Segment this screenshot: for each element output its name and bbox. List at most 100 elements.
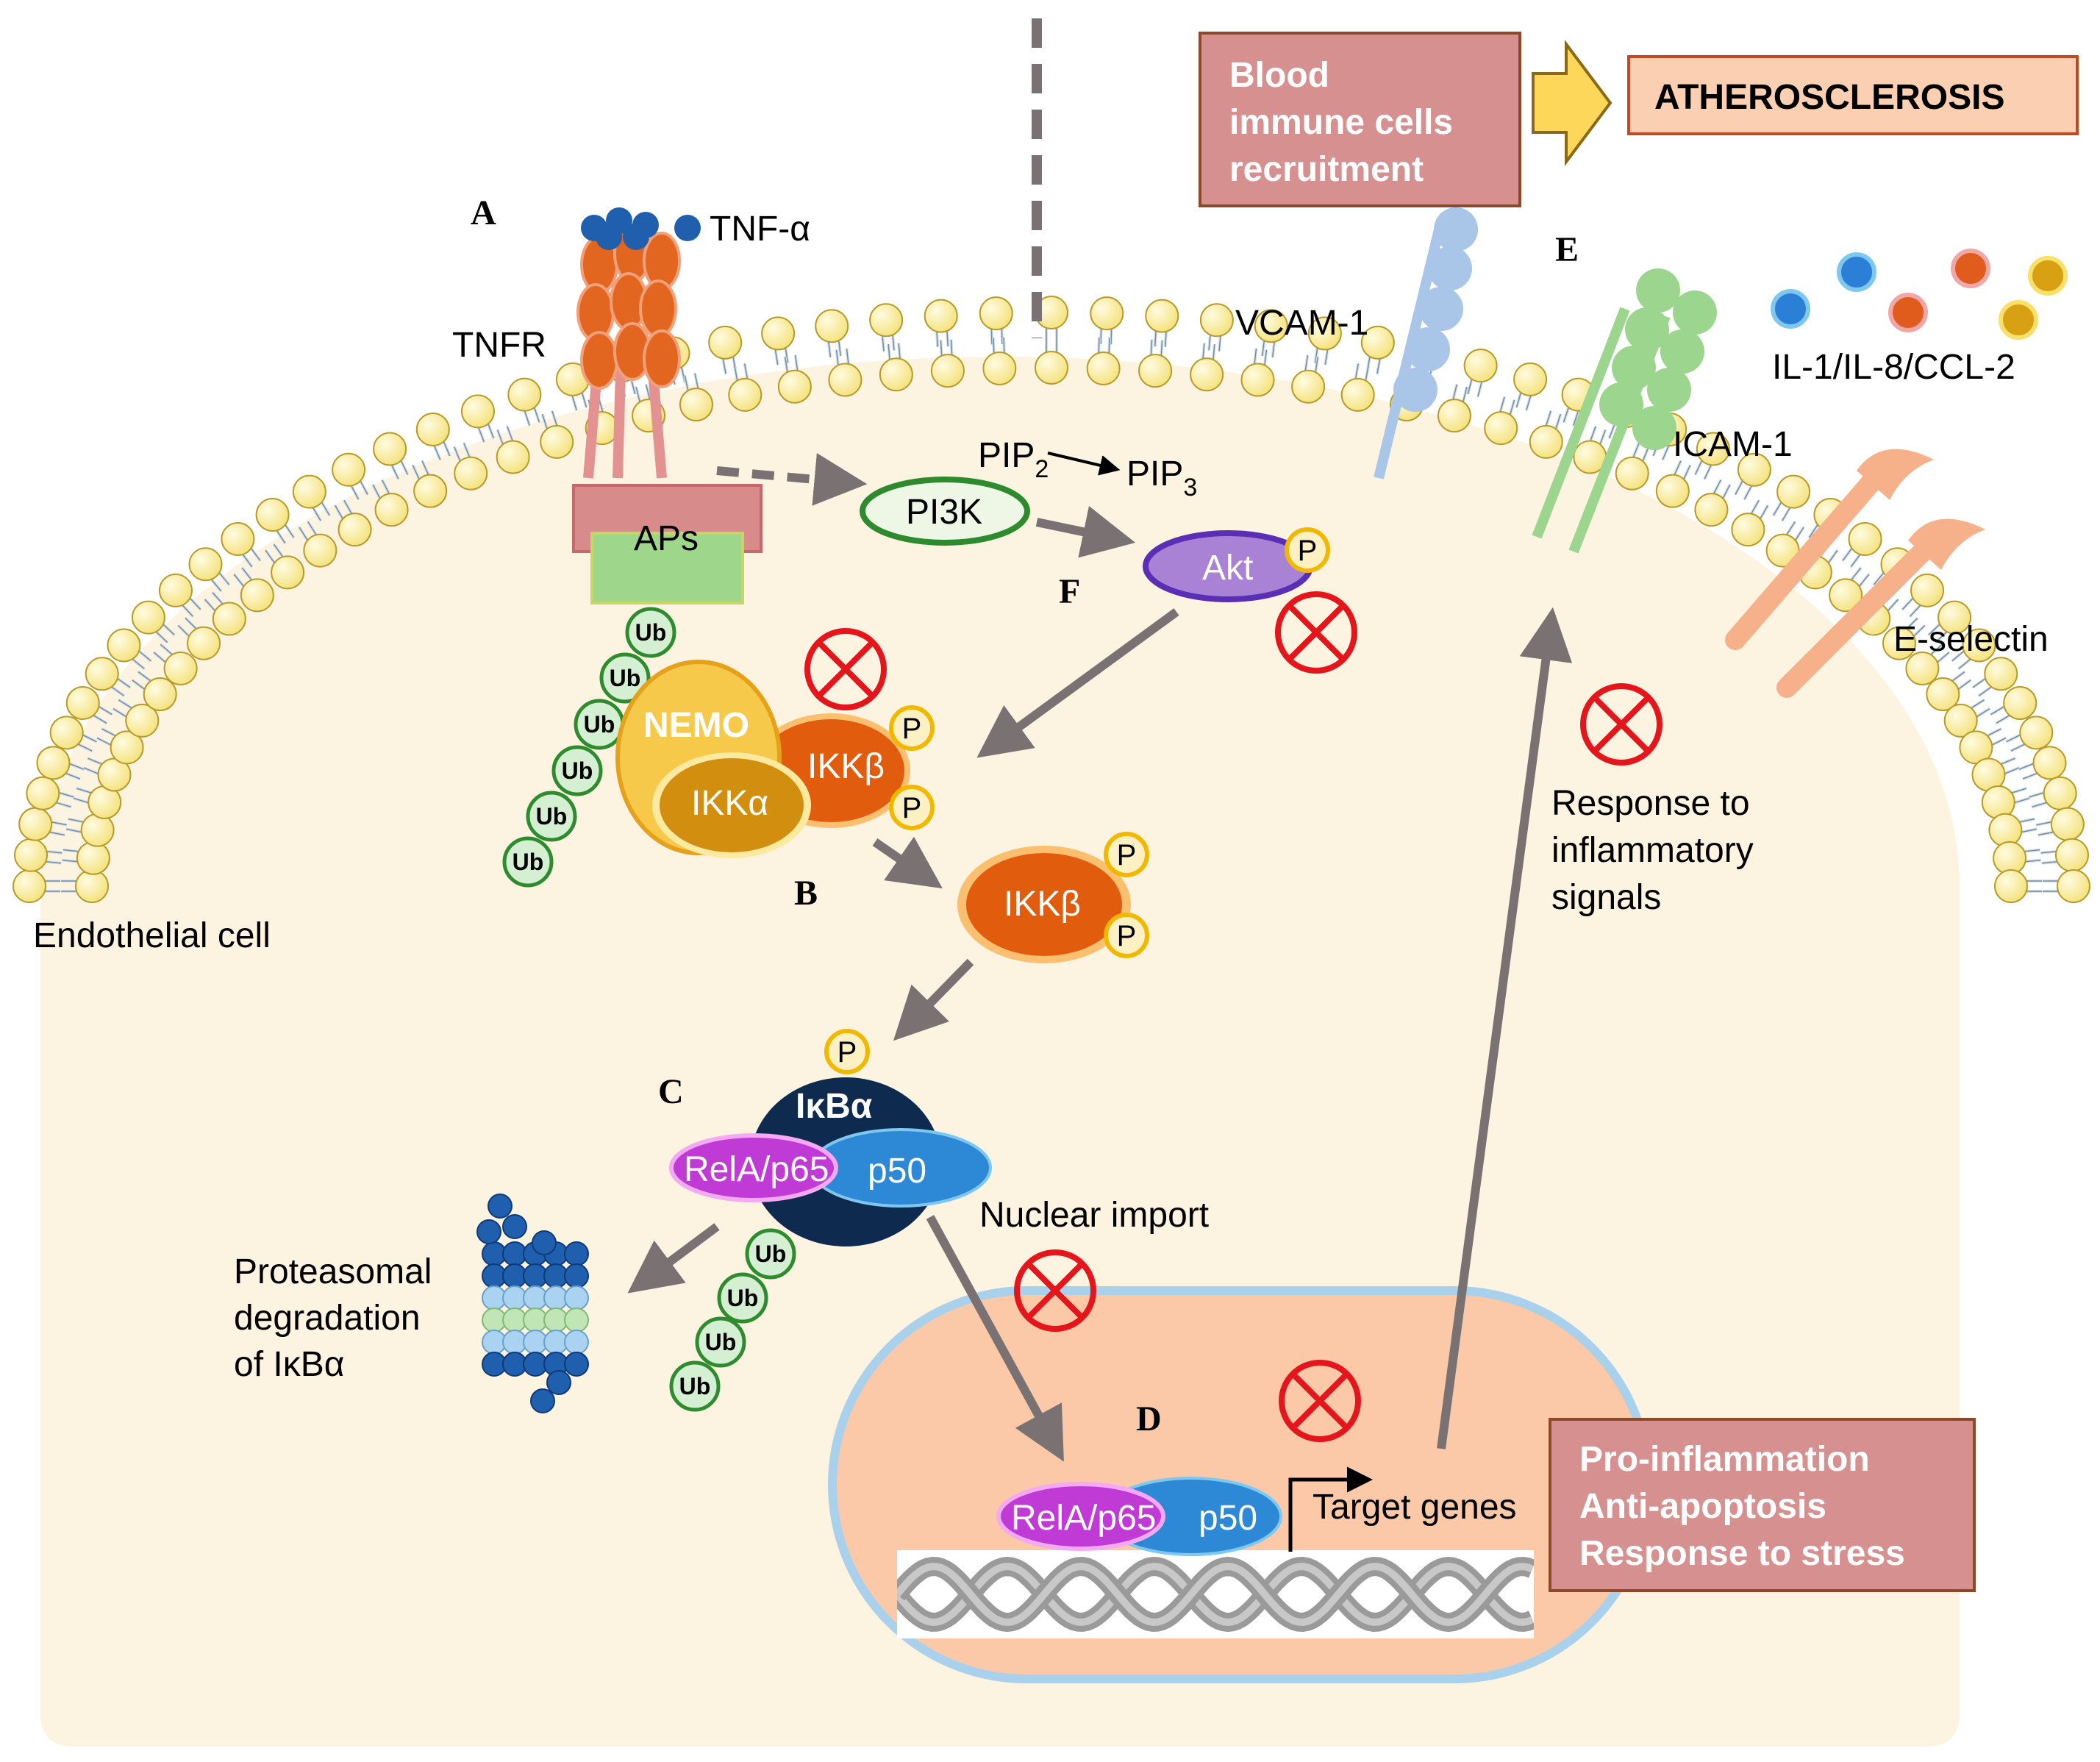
outcome-line-3: Response to stress xyxy=(1579,1534,1905,1573)
e-selectin-molecule xyxy=(1725,449,1985,698)
atherosclerosis-box xyxy=(1627,55,2079,135)
endothelial-cell-label: Endothelial cell xyxy=(33,916,271,955)
p50-label-cyto: p50 xyxy=(868,1152,926,1191)
svg-text:Ub: Ub xyxy=(536,803,568,830)
pathway-arrows xyxy=(627,453,1573,1462)
inhibition-symbols xyxy=(804,591,1663,1442)
svg-text:Ub: Ub xyxy=(635,619,667,646)
pi3k-node xyxy=(860,477,1030,546)
recruitment-line-2: immune cells xyxy=(1229,103,1453,142)
rela-label-nuc: RelA/p65 xyxy=(1011,1499,1156,1538)
panel-label-f: F xyxy=(1059,572,1080,611)
ubiquitin-bead: Ub xyxy=(717,1272,768,1324)
pip2-label: PIP2 xyxy=(978,436,1049,483)
svg-text:Ub: Ub xyxy=(562,757,593,784)
pi3k-label: PI3K xyxy=(906,493,982,532)
svg-text:Ub: Ub xyxy=(610,665,641,691)
vcam-1-molecule xyxy=(1374,207,1478,479)
phosphate-icon: P xyxy=(1104,832,1149,877)
ikka-label: IKKα xyxy=(691,784,768,823)
phosphate-icon: P xyxy=(1104,913,1149,958)
svg-text:P: P xyxy=(1117,839,1137,871)
ubiquitin-bead: Ub xyxy=(669,1360,721,1412)
nemo-label: NEMO xyxy=(643,706,749,745)
degradation-line-1: Proteasomal xyxy=(234,1252,432,1291)
ubiquitin-bead: Ub xyxy=(574,699,625,750)
ubiquitin-bead: Ub xyxy=(745,1228,796,1280)
panel-label-c: C xyxy=(658,1072,684,1111)
svg-text:Ub: Ub xyxy=(705,1329,737,1355)
svg-text:P: P xyxy=(1298,535,1318,567)
tnfr-label: TNFR xyxy=(452,326,546,365)
aps-label: APs xyxy=(634,519,699,558)
response-line-2: inflammatory xyxy=(1551,831,1754,870)
inhibition-icon xyxy=(1279,1360,1361,1442)
e-selectin-label: E-selectin xyxy=(1893,620,2049,659)
panel-label-e: E xyxy=(1555,230,1579,269)
phosphate-icon: P xyxy=(824,1029,870,1074)
inhibition-icon xyxy=(1580,683,1663,766)
ubiquitin-bead: Ub xyxy=(695,1316,746,1368)
svg-text:Ub: Ub xyxy=(584,711,615,738)
ikkb-label-complex: IKKβ xyxy=(807,747,885,786)
target-genes-label: Target genes xyxy=(1312,1488,1517,1527)
transcription-start-arrow xyxy=(1288,1466,1373,1552)
ikba-label: IκBα xyxy=(796,1087,873,1126)
phosphate-groups: P P P P P P xyxy=(824,527,1330,1074)
icam-1-molecule xyxy=(1532,268,1717,554)
proteasome xyxy=(476,1194,589,1413)
panel-label-d: D xyxy=(1136,1399,1162,1438)
rela-label-cyto: RelA/p65 xyxy=(684,1150,829,1189)
outcomes-box xyxy=(1549,1418,1976,1592)
nuclear-nfkb-dimer xyxy=(996,1477,1282,1556)
phosphate-icon: P xyxy=(889,705,935,751)
akt-label: Akt xyxy=(1202,549,1253,588)
outcome-line-1: Pro-inflammation xyxy=(1579,1440,1870,1479)
svg-text:P: P xyxy=(1117,920,1137,952)
svg-text:P: P xyxy=(838,1036,857,1069)
pip3-label: PIP3 xyxy=(1126,454,1197,502)
degradation-line-3: of IκBα xyxy=(234,1345,344,1384)
ubiquitin-bead: Ub xyxy=(551,745,603,796)
svg-text:Ub: Ub xyxy=(755,1241,787,1267)
aps-green-box xyxy=(590,532,744,604)
ubiquitin-bead: Ub xyxy=(599,652,651,704)
ubiquitin-bead: Ub xyxy=(625,607,676,658)
tnf-alpha-label: TNF-α xyxy=(710,210,810,249)
p50-label-nuc: p50 xyxy=(1199,1499,1257,1538)
dna-helix xyxy=(897,1550,1534,1638)
tnfr-receptor xyxy=(576,207,681,479)
cytoplasm-dome xyxy=(40,357,1960,886)
ikba-nfkb-complex xyxy=(669,1077,992,1246)
ikkb-label-free: IKKβ xyxy=(1004,885,1081,924)
svg-text:Ub: Ub xyxy=(727,1285,759,1311)
block-arrow xyxy=(1532,40,1613,166)
inhibition-icon xyxy=(1275,591,1357,674)
vcam-1-label: VCAM-1 xyxy=(1235,304,1368,343)
ikk-complex xyxy=(615,660,910,858)
ubiquitin-bead: Ub xyxy=(502,836,554,888)
panel-label-a: A xyxy=(471,193,496,232)
inhibition-icon xyxy=(1014,1249,1096,1332)
icam-1-label: ICAM-1 xyxy=(1673,425,1793,464)
panel-label-b: B xyxy=(794,874,818,913)
cytokines-label: IL-1/IL-8/CCL-2 xyxy=(1772,348,2015,387)
svg-text:Ub: Ub xyxy=(679,1373,711,1399)
svg-text:Ub: Ub xyxy=(512,849,544,875)
recruitment-line-1: Blood xyxy=(1229,56,1329,95)
svg-text:P: P xyxy=(902,792,922,824)
tnf-alpha-legend-dot xyxy=(674,215,701,241)
recruitment-line-3: recruitment xyxy=(1229,150,1424,189)
response-line-1: Response to xyxy=(1551,784,1750,823)
phosphate-icon: P xyxy=(1285,527,1330,573)
pip-conversion-arrow xyxy=(1047,452,1121,476)
degradation-line-2: degradation xyxy=(234,1299,421,1338)
cytokine-dots xyxy=(1771,249,2068,340)
ubiquitin-bead: Ub xyxy=(526,791,577,842)
response-line-3: signals xyxy=(1551,878,1661,917)
recruitment-box xyxy=(1199,32,1521,207)
outcome-line-2: Anti-apoptosis xyxy=(1579,1487,1826,1526)
